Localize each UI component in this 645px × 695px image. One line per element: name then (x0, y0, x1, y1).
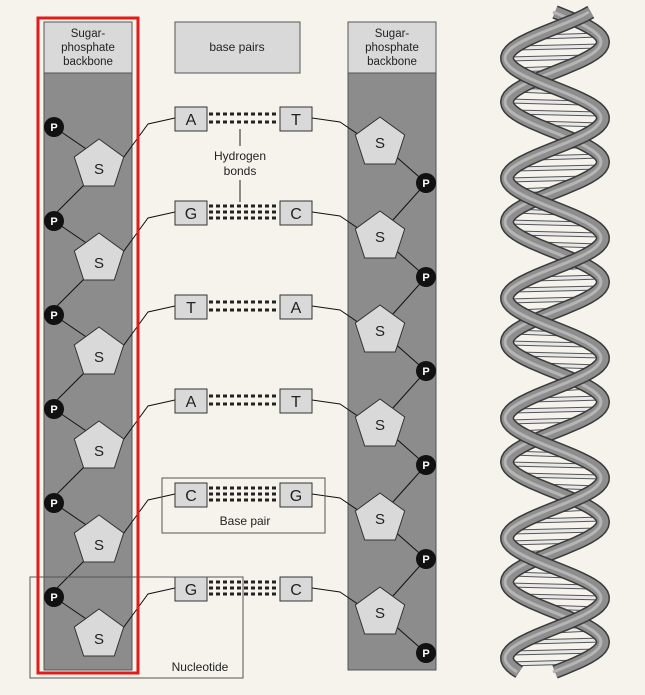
left-phosphate-label: P (50, 404, 57, 416)
left-base-letter: G (185, 206, 197, 223)
left-phosphate-label: P (50, 216, 57, 228)
left-sugar-label: S (94, 161, 104, 178)
double-helix-illustration (505, 12, 603, 672)
right-sugar-label: S (375, 417, 385, 434)
left-sugar-label: S (94, 537, 104, 554)
hydrogen-bonds-label-line2: bonds (224, 164, 257, 178)
right-phosphate-label: P (422, 460, 429, 472)
left-phosphate-label: P (50, 122, 57, 134)
hydrogen-bonds-label-line1: Hydrogen (214, 149, 266, 163)
right-base-letter: G (290, 488, 302, 505)
left-backbone-header-line3: backbone (63, 56, 113, 68)
right-sugar-label: S (375, 605, 385, 622)
left-sugar-label: S (94, 255, 104, 272)
base-pair-label: Base pair (220, 514, 271, 528)
right-phosphate-label: P (422, 554, 429, 566)
left-base-letter: A (186, 112, 197, 129)
left-base-letter: T (186, 300, 196, 317)
right-phosphate-label: P (422, 366, 429, 378)
left-phosphate-label: P (50, 498, 57, 510)
right-sugar-label: S (375, 229, 385, 246)
right-base-letter: T (291, 394, 301, 411)
left-phosphate-label: P (50, 310, 57, 322)
right-phosphate-label: P (422, 178, 429, 190)
right-sugar-label: S (375, 511, 385, 528)
left-backbone-header-line2: phosphate (61, 42, 115, 54)
left-base-letter: C (185, 488, 197, 505)
right-base-letter: A (291, 300, 302, 317)
base-pairs-header: base pairs (209, 40, 264, 54)
left-base-letter: G (185, 582, 197, 599)
right-backbone-header-line1: Sugar- (375, 28, 410, 40)
left-backbone-header-line1: Sugar- (71, 28, 106, 40)
right-sugar-label: S (375, 135, 385, 152)
right-phosphate-label: P (422, 648, 429, 660)
left-phosphate-label: P (50, 592, 57, 604)
right-backbone-header-line2: phosphate (365, 42, 419, 54)
left-sugar-label: S (94, 631, 104, 648)
right-base-letter: C (290, 206, 302, 223)
right-base-letter: T (291, 112, 301, 129)
right-base-letter: C (290, 582, 302, 599)
nucleotide-label: Nucleotide (172, 660, 229, 674)
right-backbone-header-line3: backbone (367, 56, 417, 68)
left-base-letter: A (186, 394, 197, 411)
left-sugar-label: S (94, 349, 104, 366)
right-phosphate-label: P (422, 272, 429, 284)
left-sugar-label: S (94, 443, 104, 460)
right-sugar-label: S (375, 323, 385, 340)
